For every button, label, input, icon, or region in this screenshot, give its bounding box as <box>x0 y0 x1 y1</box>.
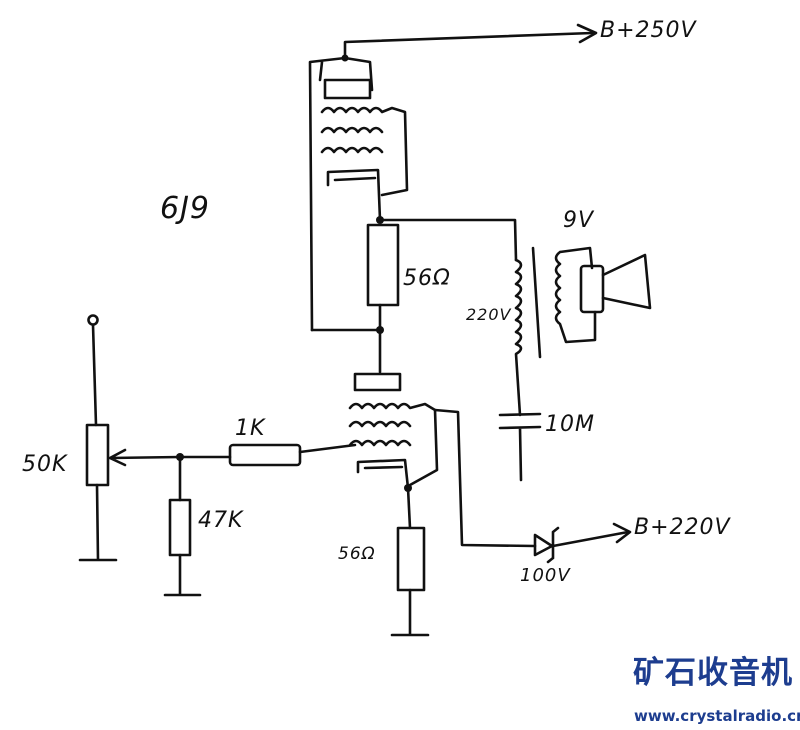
transformer-secondary-coil <box>554 246 597 344</box>
lower-tube-heater <box>353 372 402 392</box>
antenna-terminal <box>87 314 99 326</box>
wire <box>163 443 357 597</box>
junction-dot <box>376 326 384 334</box>
label-tube-type: 6J9 <box>160 191 211 226</box>
resistor-47k <box>168 498 192 557</box>
watermark-url: www.crystalradio.cn <box>634 707 800 725</box>
lower-tube-cathode <box>356 458 410 490</box>
upper-tube-envelope <box>308 56 374 332</box>
resistor-upper-56 <box>366 223 400 307</box>
upper-tube-grid-coil <box>320 106 409 197</box>
label-diode-voltage: 100V <box>520 565 571 586</box>
lower-tube-grid-coil <box>348 402 439 487</box>
ground-lower <box>390 486 430 637</box>
upper-tube-heater <box>323 78 372 100</box>
label-speaker-voltage: 9V <box>563 208 595 233</box>
label-r-series: 1K <box>235 416 266 441</box>
watermark-title: 矿石收音机 <box>633 655 793 691</box>
upper-tube-cathode <box>326 168 382 222</box>
label-primary-voltage: 220V <box>466 305 512 324</box>
potentiometer-50k <box>85 423 110 487</box>
transformer-core <box>531 246 542 359</box>
wire <box>310 303 382 374</box>
resistor-1k <box>228 443 302 467</box>
label-r-shunt: 47K <box>198 508 244 533</box>
wiper-arrow-icon <box>108 448 232 467</box>
label-b-plus-220: B+220V <box>634 515 731 540</box>
label-r-lower: 56Ω <box>338 544 376 564</box>
wire <box>433 408 537 548</box>
transformer-primary-coil <box>514 258 523 417</box>
resistor-lower-56 <box>396 526 426 592</box>
b250-arrow-icon <box>576 23 598 44</box>
b220-arrow-icon <box>612 522 632 544</box>
speaker-cone-icon <box>601 253 652 310</box>
speaker-body <box>579 264 605 314</box>
wire <box>378 218 518 262</box>
capacitor-10m <box>498 412 542 482</box>
b250-wire <box>343 31 594 60</box>
label-b-plus-250: B+250V <box>600 18 697 43</box>
label-pot: 50K <box>22 452 68 477</box>
label-capacitor: 10M <box>545 412 595 437</box>
label-r-upper: 56Ω <box>403 266 451 291</box>
wire <box>78 323 118 562</box>
wire <box>551 530 630 548</box>
